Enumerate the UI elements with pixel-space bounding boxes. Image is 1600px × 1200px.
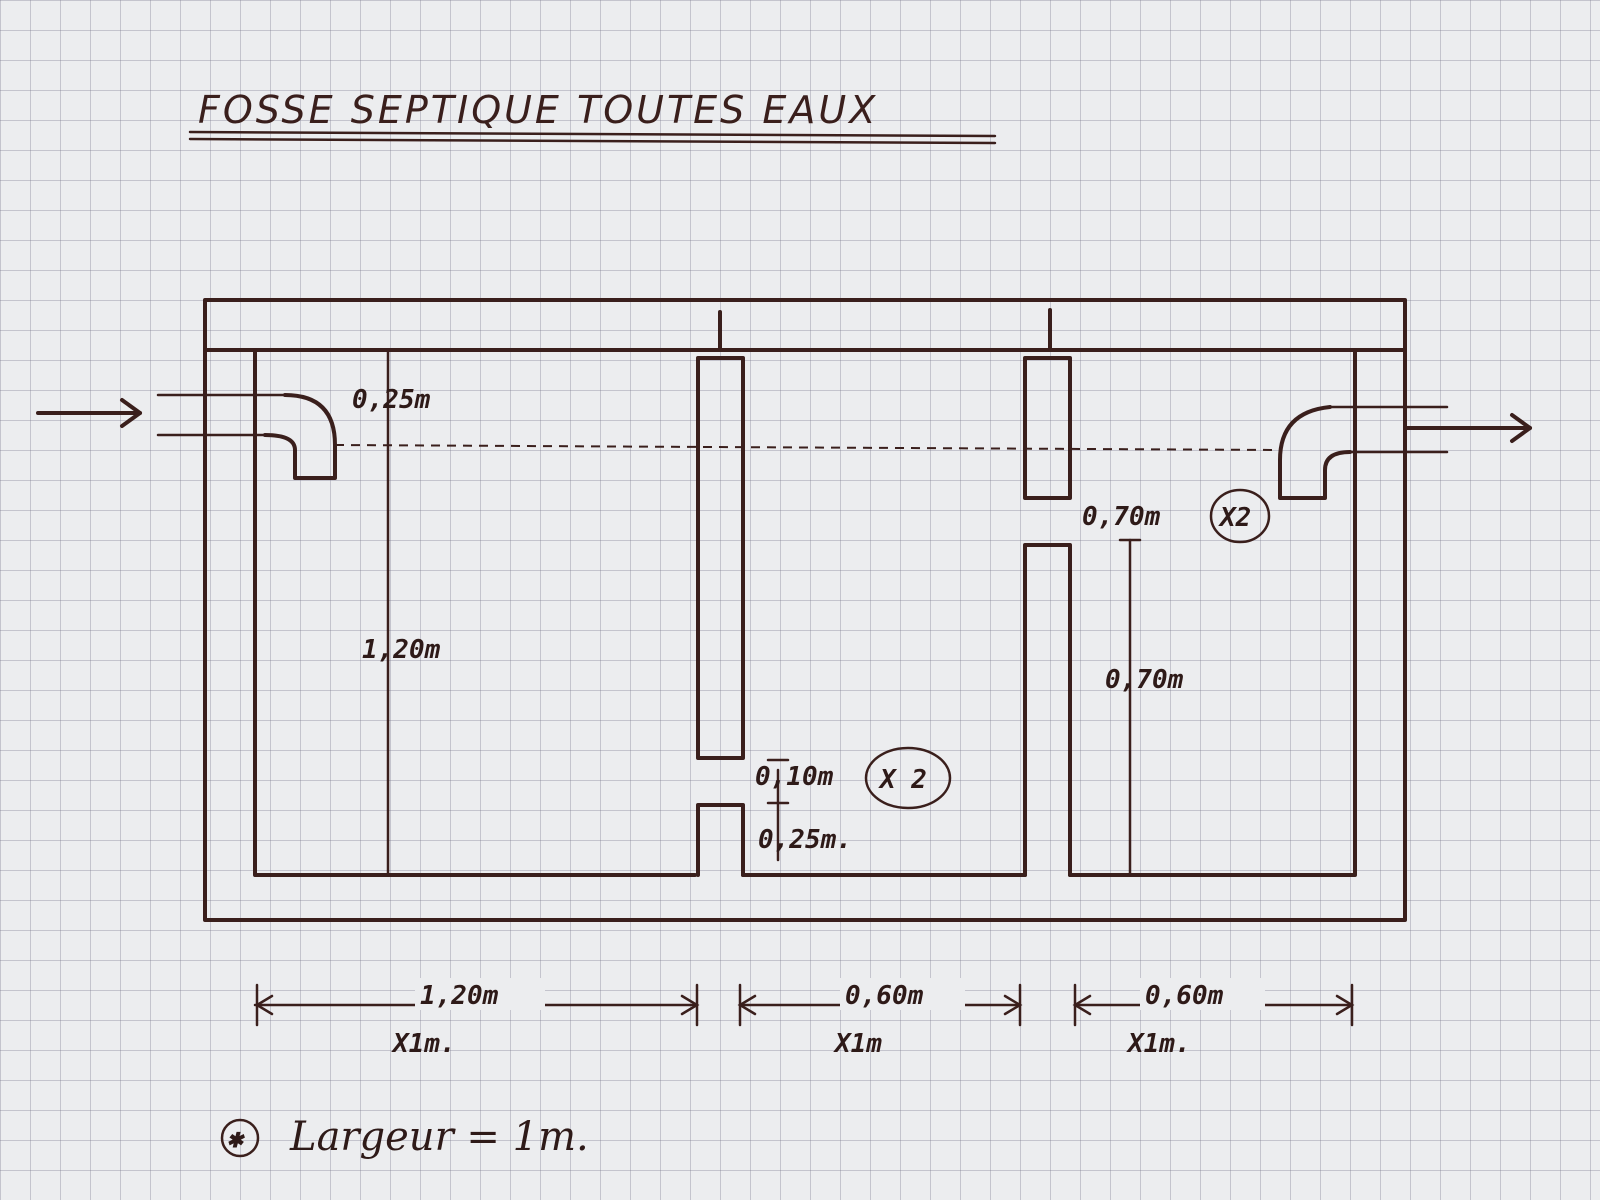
- diagram-title: FOSSE SEPTIQUE TOUTES EAUX: [198, 88, 878, 132]
- dim-length-2: 0,60m: [845, 981, 924, 1011]
- chamber1-height-label: 1,20m: [362, 635, 441, 665]
- dim-width-2: X1m: [833, 1029, 882, 1059]
- baffle-2-lower: [1023, 543, 1072, 877]
- outlet-gap-label: 0,70m: [1082, 502, 1161, 532]
- passage-height-label: 0,10m: [755, 762, 834, 792]
- dim-arrow-1-left: [254, 994, 274, 1016]
- note-bullet-circle: [220, 1118, 260, 1158]
- baffle-2-upper: [1023, 356, 1072, 500]
- width-note: Largeur = 1m.: [289, 1114, 589, 1160]
- outlet-gap-multiplier-circle: [1209, 488, 1271, 544]
- outlet-flow-arrow-head: [1510, 413, 1532, 443]
- water-level-line: [334, 444, 1281, 451]
- dim-width-3: X1m.: [1126, 1029, 1191, 1059]
- dim-arrow-1-right: [680, 994, 700, 1016]
- chamber3-lower-label: 0,70m: [1105, 665, 1184, 695]
- dim-length-3: 0,60m: [1145, 981, 1224, 1011]
- baffle-1-upper: [696, 356, 745, 760]
- outlet-gap-multiplier-label: X2: [1218, 503, 1251, 533]
- baffle-1-lower: [696, 803, 745, 877]
- title-underline: [188, 130, 997, 138]
- dim-arrow-3-right: [1335, 994, 1355, 1016]
- dim-arrow-2-right: [1003, 994, 1023, 1016]
- inlet-depth-label: 0,25m: [352, 385, 431, 415]
- title-underline-2: [188, 137, 997, 145]
- outlet-elbow: [1278, 405, 1352, 500]
- dim-arrow-2-left: [737, 994, 757, 1016]
- dim-length-1: 1,20m: [420, 981, 499, 1011]
- dim-width-1: X1m.: [391, 1029, 456, 1059]
- dim-arrow-3-left: [1072, 994, 1092, 1016]
- passage-multiplier-circle: [864, 746, 952, 810]
- chamber3-inner-wall: [1068, 348, 1357, 877]
- chamber1-inner-wall: [253, 348, 697, 877]
- dim-label-2-bg: [840, 978, 965, 1010]
- inlet-flow-arrow-head: [120, 398, 142, 428]
- passage-base-label: 0,25m.: [758, 825, 852, 855]
- dim-label-3-bg: [1140, 978, 1265, 1010]
- passage-multiplier-label: X 2: [878, 765, 927, 795]
- dim-label-1-bg: [415, 978, 545, 1010]
- note-bullet-icon: ✱: [227, 1124, 245, 1154]
- inlet-elbow: [263, 393, 337, 480]
